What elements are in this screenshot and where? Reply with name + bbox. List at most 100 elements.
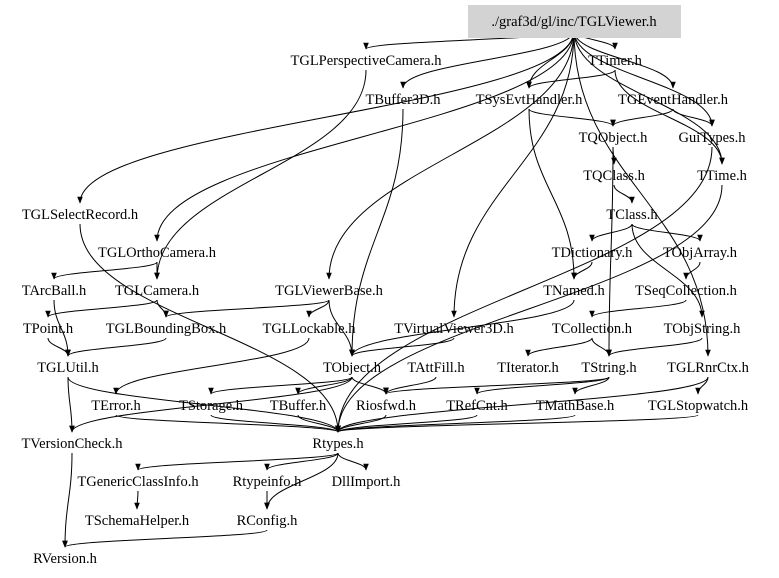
edge-graf3d-gl-inc-tglviewer-h-to-tbuffer3d-h [400,30,575,89]
edge-tobject-h-to-tstorage-h [208,376,353,395]
node-label: TBuffer.h [270,398,327,414]
node-tobject-h[interactable]: TObject.h [323,360,382,376]
node-rtypes-h[interactable]: Rtypes.h [312,436,364,452]
node-tglselectrecord-h[interactable]: TGLSelectRecord.h [22,207,139,223]
node-tqclass-h[interactable]: TQClass.h [583,168,645,184]
edges-layer [45,30,725,548]
edge-tcollection-h-to-tstring-h [591,337,612,357]
node-tpoint-h[interactable]: TPoint.h [23,321,74,337]
node-tcollection-h[interactable]: TCollection.h [552,321,633,337]
node-tdictionary-h[interactable]: TDictionary.h [552,245,634,261]
node-tobjstring-h[interactable]: TObjString.h [664,321,741,337]
node-tstring-h[interactable]: TString.h [581,360,637,376]
edge-tstring-h-to-trefcnt-h [474,376,610,395]
edge-rtypes-h-to-dllimport-h [337,452,369,471]
node-label: TTimer.h [588,53,643,69]
node-label: TQObject.h [579,130,649,146]
node-label: TNamed.h [543,283,605,299]
node-tmathbase-h[interactable]: TMathBase.h [536,398,615,414]
edge-tglutil-h-to-tversioncheck-h [67,376,75,433]
node-label: DllImport.h [332,474,402,490]
node-tvirtualviewer3d-h[interactable]: TVirtualViewer3D.h [394,321,514,337]
node-label: TGLStopwatch.h [648,398,749,414]
node-ttimer-h[interactable]: TTimer.h [588,53,643,69]
edge-tarcball-h-to-tglutil-h [53,299,71,357]
edge-ttimer-h-to-tsysevthandler-h [526,69,616,89]
edge-graf3d-gl-inc-tglviewer-h-to-tglviewerbase-h [326,30,575,280]
root-node-box [468,5,681,38]
node-label: TGLRnrCtx.h [667,360,750,376]
node-tglrnrctx-h[interactable]: TGLRnrCtx.h [667,360,750,376]
node-label: TArcBall.h [22,283,87,299]
node-tversioncheck-h[interactable]: TVersionCheck.h [21,436,123,452]
node-tglboundingbox-h[interactable]: TGLBoundingBox.h [106,321,227,337]
node-label: TCollection.h [552,321,633,337]
node-label: TRefCnt.h [446,398,508,414]
node-trefcnt-h[interactable]: TRefCnt.h [446,398,508,414]
node-ttime-h[interactable]: TTime.h [697,168,748,184]
node-label: TSchemaHelper.h [85,513,190,529]
node-guitypes-h[interactable]: GuiTypes.h [678,130,746,146]
node-titerator-h[interactable]: TIterator.h [497,360,559,376]
node-rversion-h[interactable]: RVersion.h [33,551,97,567]
node-terror-h[interactable]: TError.h [91,398,141,414]
node-tgenericclassinfo-h[interactable]: TGenericClassInfo.h [77,474,199,490]
edge-rtypes-h-to-rtypeinfo-h [264,452,339,471]
edge-tgeventhandler-h-to-guitypes-h [672,108,715,127]
node-tglcamera-h[interactable]: TGLCamera.h [115,283,200,299]
node-label: GuiTypes.h [678,130,746,146]
edge-tobject-h-to-tversioncheck-h [69,376,353,433]
node-tsysevthandler-h[interactable]: TSysEvtHandler.h [476,92,583,108]
edge-trefcnt-h-to-rtypes-h [335,414,478,433]
node-tattfill-h[interactable]: TAttFill.h [407,360,465,376]
node-label: Rtypes.h [312,436,364,452]
node-rconfig-h[interactable]: RConfig.h [237,513,299,529]
node-label: TSysEvtHandler.h [476,92,583,108]
node-dllimport-h[interactable]: DllImport.h [332,474,402,490]
node-tglviewerbase-h[interactable]: TGLViewerBase.h [275,283,383,299]
edge-tpoint-h-to-tglutil-h [47,337,71,357]
node-tglorthocamera-h[interactable]: TGLOrthoCamera.h [98,245,217,261]
edge-tvirtualviewer3d-h-to-tobject-h [349,337,455,357]
edge-tversioncheck-h-to-rversion-h [62,452,73,548]
node-label: TBuffer3D.h [365,92,441,108]
edge-graf3d-gl-inc-tglviewer-h-to-guitypes-h [573,30,715,127]
node-tglstopwatch-h[interactable]: TGLStopwatch.h [648,398,749,414]
node-tarcball-h[interactable]: TArcBall.h [22,283,87,299]
edge-tmathbase-h-to-rtypes-h [335,414,576,433]
node-tgllockable-h[interactable]: TGLLockable.h [262,321,356,337]
edge-tsysevthandler-h-to-tqobject-h [528,108,616,127]
edge-rtypes-h-to-tgenericclassinfo-h [135,452,339,471]
node-tseqcollection-h[interactable]: TSeqCollection.h [635,283,738,299]
node-tgeventhandler-h[interactable]: TGEventHandler.h [618,92,729,108]
node-riosfwd-h[interactable]: Riosfwd.h [356,398,417,414]
node-tbuffer3d-h[interactable]: TBuffer3D.h [365,92,441,108]
edge-tglviewerbase-h-to-tgllockable-h [306,299,330,318]
node-tbuffer-h[interactable]: TBuffer.h [270,398,327,414]
node-graf3d-gl-inc-tglviewer-h[interactable]: ./graf3d/gl/inc/TGLViewer.h [468,5,681,38]
node-tglperspectivecamera-h[interactable]: TGLPerspectiveCamera.h [291,53,443,69]
edge-tglorthocamera-h-to-tarcball-h [51,261,158,280]
node-tstorage-h[interactable]: TStorage.h [179,398,244,414]
node-label: TMathBase.h [536,398,615,414]
edge-tclass-h-to-tobjstring-h [631,223,705,318]
node-tnamed-h[interactable]: TNamed.h [543,283,605,299]
edge-tglcamera-h-to-tglboundingbox-h [156,299,169,318]
node-tschemahelper-h[interactable]: TSchemaHelper.h [85,513,190,529]
node-tqobject-h[interactable]: TQObject.h [579,130,649,146]
node-label: TGenericClassInfo.h [77,474,199,490]
nodes-layer: ./graf3d/gl/inc/TGLViewer.hTGLPerspectiv… [21,5,750,567]
node-rtypeinfo-h[interactable]: Rtypeinfo.h [233,474,303,490]
node-tclass-h[interactable]: TClass.h [606,207,658,223]
edge-tgllockable-h-to-terror-h [113,337,310,395]
node-label: RConfig.h [237,513,299,529]
edge-tglperspectivecamera-h-to-tglcamera-h [154,69,367,280]
node-label: TAttFill.h [407,360,465,376]
node-tglutil-h[interactable]: TGLUtil.h [37,360,99,376]
edge-graf3d-gl-inc-tglviewer-h-to-tglrnrctx-h [573,30,711,357]
node-tobjarray-h[interactable]: TObjArray.h [663,245,738,261]
edge-tobjstring-h-to-tstring-h [606,337,703,357]
edge-tglviewerbase-h-to-tglboundingbox-h [163,299,330,318]
node-label: TGLViewerBase.h [275,283,383,299]
